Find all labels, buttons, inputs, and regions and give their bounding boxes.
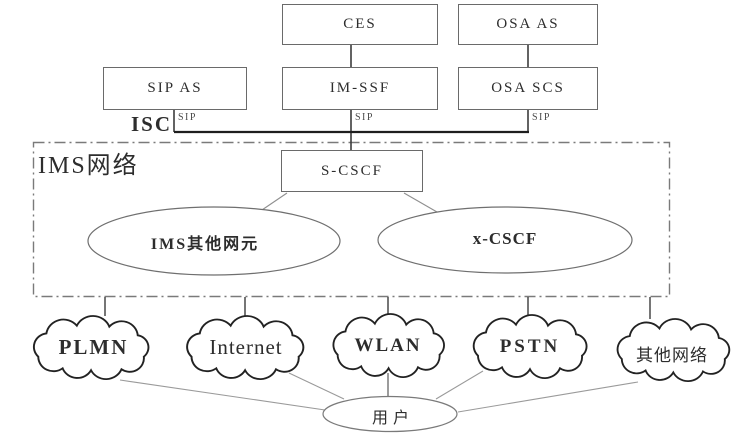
ims-other-elements-label: IMS其他网元 [150,236,260,253]
user-label: 用户 [371,410,414,427]
x-cscf-label: x-CSCF [472,229,538,248]
ims-other-elements-ellipse [87,206,341,276]
ims-network-title: IMS网络 [38,153,139,179]
plmn-label: PLMN [58,335,129,359]
isc-label: ISC [130,112,172,136]
wlan-label: WLAN [354,335,422,356]
ces-label: CES [343,16,377,32]
sip-label-right: SIP [532,112,551,123]
ces-box: CES [282,4,438,45]
other-network-label: 其他网络 [636,346,708,365]
sip-as-label: SIP AS [147,80,203,96]
link-scscf-imsother [258,192,288,213]
osa-as-box: OSA AS [458,4,598,45]
osa-scs-box: OSA SCS [458,67,598,110]
x-cscf-ellipse [377,206,633,274]
im-ssf-label: IM-SSF [329,80,391,96]
s-cscf-label: S-CSCF [320,162,384,179]
user-ellipse [322,395,458,433]
link-othernetwork-user [457,381,639,413]
im-ssf-box: IM-SSF [282,67,438,110]
s-cscf-box: S-CSCF [281,150,423,192]
pstn-label: PSTN [499,336,561,357]
internet-label: Internet [209,335,283,359]
osa-as-label: OSA AS [496,16,560,32]
link-pstn-user [435,370,484,400]
osa-scs-label: OSA SCS [491,80,565,96]
sip-as-box: SIP AS [103,67,247,110]
sip-label-left: SIP [178,112,197,123]
link-internet-user [288,372,345,400]
link-plmn-user [119,379,326,411]
sip-label-mid: SIP [355,112,374,123]
link-scscf-xcscf [403,192,438,213]
